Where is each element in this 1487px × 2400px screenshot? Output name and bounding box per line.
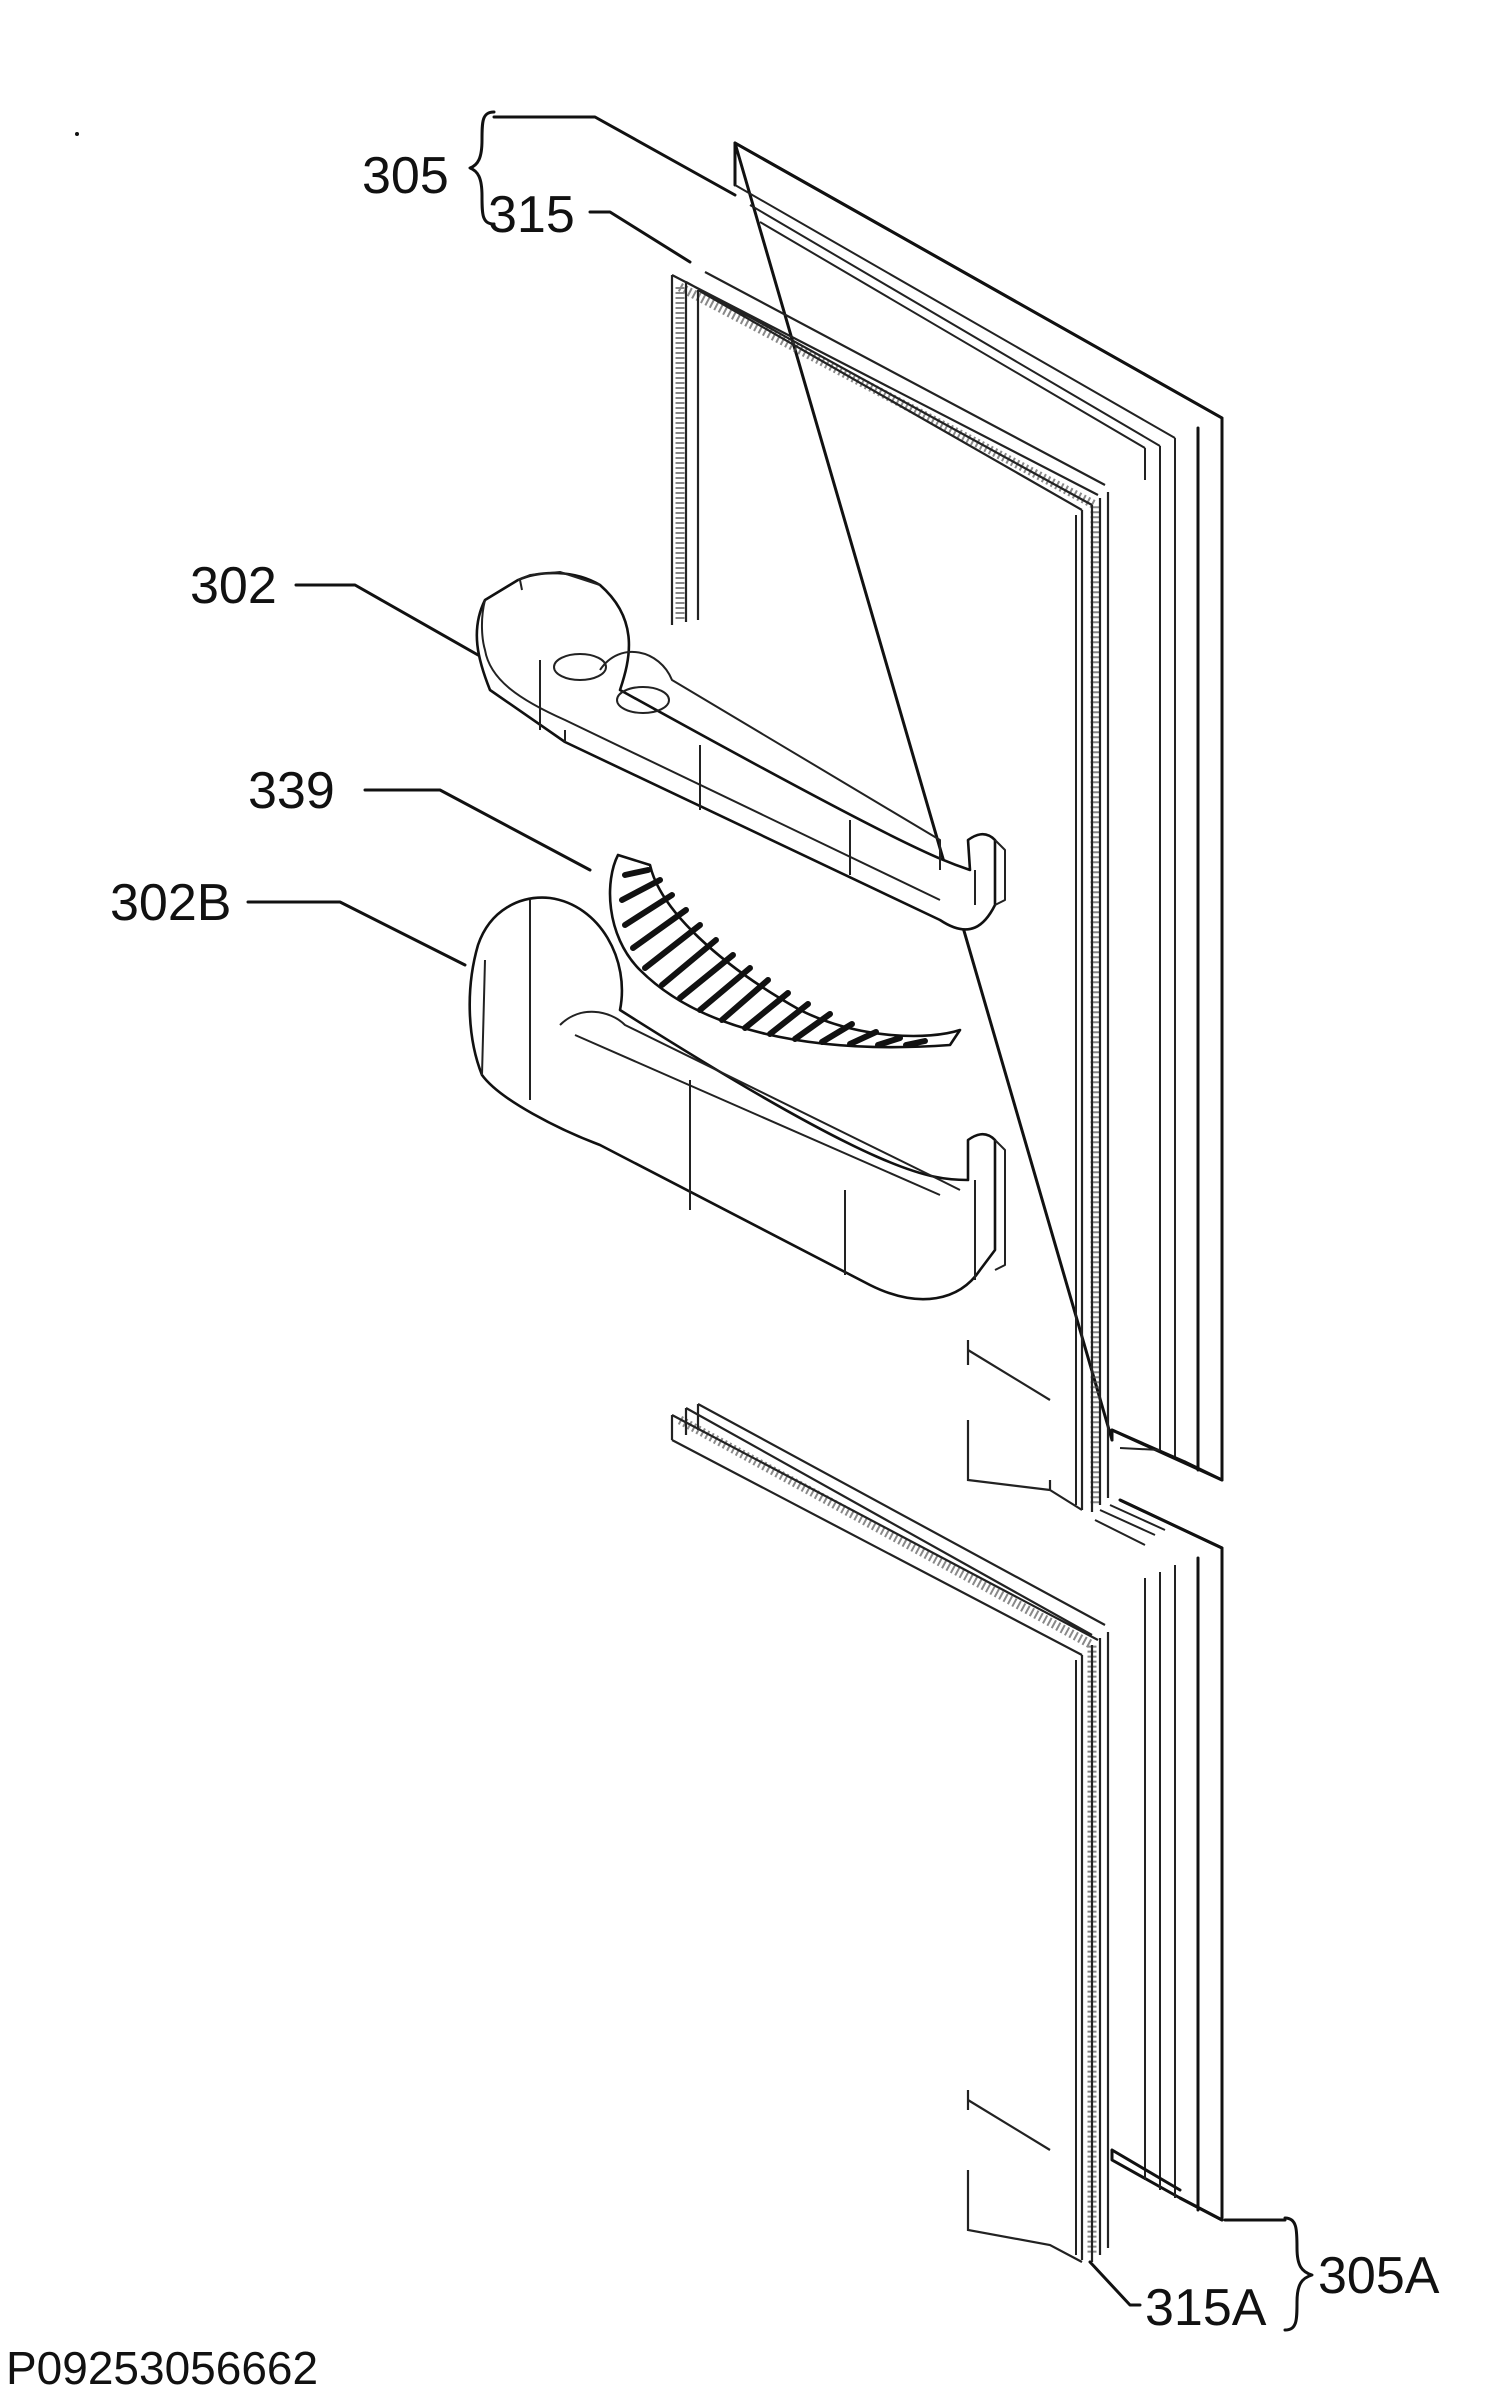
door-shelf-302 [475,571,1006,931]
shelf-insert-339 [608,853,962,1049]
lower-gasket-315a [670,1403,1110,2263]
label-315: 315 [488,186,575,244]
insert-ribs [619,867,928,1048]
label-305: 305 [362,147,449,205]
door-shelf-302b [468,896,1006,1301]
stray-dot [75,132,79,136]
label-305a: 305A [1318,2247,1440,2305]
label-315a: 315A [1145,2279,1267,2337]
label-302b: 302B [110,874,231,932]
part-labels: 305 315 302 339 302B 305A 315A P09253056… [6,147,1440,2394]
upper-gasket-315 [670,271,1110,1512]
label-339: 339 [248,762,335,820]
leader-lines [246,110,1314,2332]
lower-door-305a [1094,1498,1224,2222]
label-302: 302 [190,557,277,615]
drawing-code: P09253056662 [6,2342,318,2394]
